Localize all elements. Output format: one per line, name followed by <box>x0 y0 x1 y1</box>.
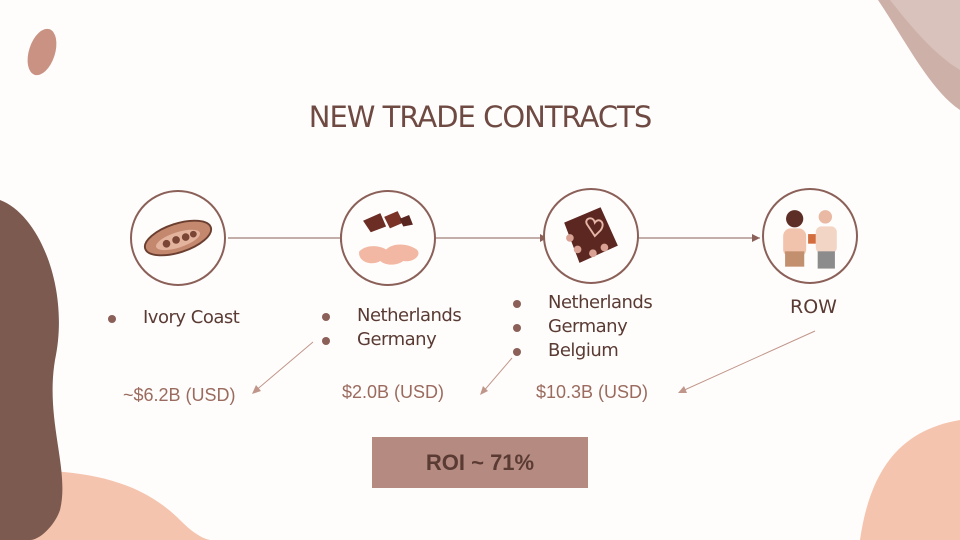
stage-1-node <box>130 190 226 286</box>
list-item: Belgium <box>510 339 652 363</box>
stage-4-label: ROW <box>790 296 837 318</box>
stage-4-node <box>762 188 858 284</box>
arrow-head-3 <box>752 234 760 242</box>
chocolate-box-icon <box>564 207 618 263</box>
roi-badge: ROI ~ 71% <box>372 437 588 488</box>
stage-2-value: $2.0B (USD) <box>342 382 445 402</box>
stage-1-value: ~$6.2B (USD) <box>123 385 236 405</box>
stage-3-value: $10.3B (USD) <box>536 382 649 402</box>
left-brown-blob <box>0 200 63 540</box>
list-item: Germany <box>319 328 461 352</box>
bottom-right-blob <box>860 420 960 540</box>
pointer-arrow-3-head <box>678 386 687 393</box>
pointer-arrow-1 <box>253 341 314 393</box>
page-title: NEW TRADE CONTRACTS <box>308 100 652 134</box>
stage-3-country-list: Netherlands Germany Belgium <box>510 291 653 363</box>
stage-3-node <box>543 188 639 284</box>
consumers-icon <box>783 210 837 269</box>
pointer-arrow-2 <box>481 357 513 394</box>
top-right-blob-light <box>890 0 960 70</box>
pointer-arrow-1-head <box>252 385 261 394</box>
list-item: Netherlands <box>319 304 462 328</box>
list-item: Netherlands <box>510 291 653 315</box>
pointer-arrow-3 <box>679 330 816 393</box>
pointer-arrow-2-head <box>480 386 488 395</box>
stage-2-country-list: Netherlands Germany <box>319 304 462 352</box>
stage-1-country-list: Ivory Coast <box>105 306 240 330</box>
cocoa-chunks-icon <box>359 211 419 265</box>
stage-2-node <box>340 190 436 286</box>
list-item: Germany <box>510 315 652 339</box>
cocoa-pod-icon <box>143 219 213 257</box>
list-item: Ivory Coast <box>105 306 240 330</box>
top-left-oval <box>27 28 57 76</box>
